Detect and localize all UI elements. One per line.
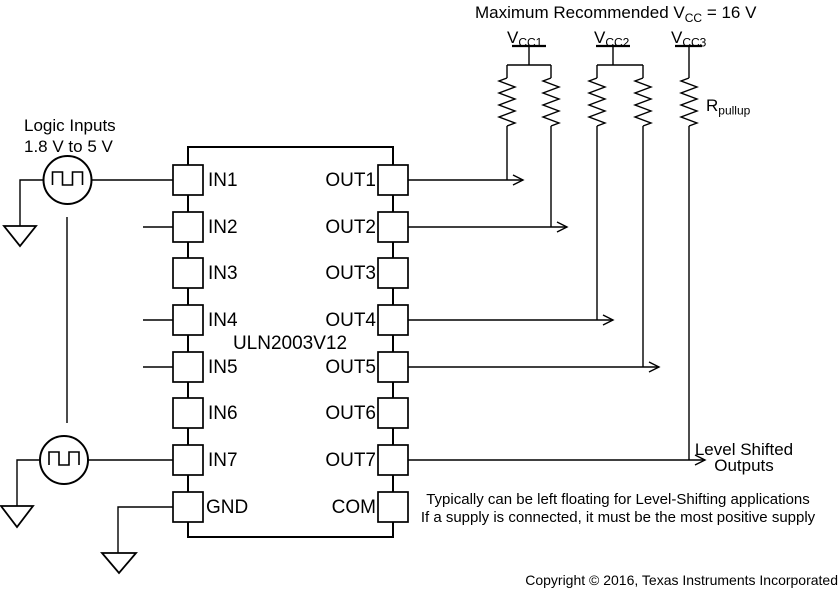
rail-vcc2 [596,46,644,78]
vcc3-label: VCC3 [671,28,707,50]
ic-body [187,146,394,538]
pulse-source-2 [39,435,89,485]
pin-label-in1: IN1 [208,170,238,191]
level-shifted-label-line2: Outputs [714,456,774,475]
pin-label-out6: OUT6 [325,403,376,424]
resistor-4 [634,77,652,127]
pin-label-com: COM [332,497,376,518]
pin-box-gnd [172,491,204,523]
square-wave-icon [48,451,80,466]
pin-box-layer [172,164,409,523]
rail-vcc1 [506,46,552,78]
ground-icon-src1 [2,225,38,248]
pin-box-in7 [172,444,204,476]
pin-label-in3: IN3 [208,263,238,284]
pin-box-in1 [172,164,204,196]
title-pre: Maximum Recommended V [475,3,685,22]
title-sub: CC [685,11,703,25]
pin-box-in3 [172,257,204,289]
logic-inputs-label-line1: Logic Inputs [24,116,116,135]
wire-src2-to-gnd [16,459,40,506]
pin-label-out3: OUT3 [325,263,376,284]
pin-label-out7: OUT7 [325,450,376,471]
level-shifted-label-line1: Level Shifted [695,440,793,459]
title-post: = 16 V [702,3,757,22]
pin-box-out4 [377,304,409,336]
pin-label-in5: IN5 [208,357,238,378]
pin-box-in6 [172,397,204,429]
pulse-source-circle [42,155,93,205]
pin-box-out3 [377,257,409,289]
resistor-1 [498,77,516,127]
pulse-source-circle [39,435,89,485]
resistor-pullup [680,77,698,127]
pulse-source-1 [42,155,93,205]
pin-box-in4 [172,304,204,336]
pin-label-in2: IN2 [208,217,238,238]
chip-name: ULN2003V12 [233,333,347,354]
pin-box-out2 [377,211,409,243]
resistor-2 [542,77,560,127]
pin-box-in5 [172,351,204,383]
wire-layer [16,46,705,553]
ground-layer [0,225,138,575]
pin-label-gnd: GND [206,497,248,518]
wire-gndpin-to-gnd [117,506,173,553]
ground-icon-src2 [0,505,35,529]
pin-box-out7 [377,444,409,476]
ground-icon-gndpin [100,552,138,575]
pin-box-out5 [377,351,409,383]
com-note-line1: Typically can be left floating for Level… [426,491,810,508]
rpullup-label: Rpullup [706,96,751,118]
pin-box-com [377,491,409,523]
resistor-layer [498,77,698,127]
pin-label-in4: IN4 [208,310,238,331]
pin-box-in2 [172,211,204,243]
pin-label-out2: OUT2 [325,217,376,238]
pin-label-in7: IN7 [208,450,238,471]
square-wave-icon [51,171,84,186]
pin-label-out5: OUT5 [325,357,376,378]
wire-src1-to-gnd [19,179,44,226]
max-vcc-title: Maximum Recommended VCC = 16 V [475,3,757,25]
vcc1-label: VCC1 [507,28,543,50]
pin-box-out1 [377,164,409,196]
pin-label-out4: OUT4 [325,310,376,331]
pin-box-out6 [377,397,409,429]
copyright-text: Copyright © 2016, Texas Instruments Inco… [525,572,838,588]
com-note-line2: If a supply is connected, it must be the… [421,509,816,526]
resistor-3 [588,77,606,127]
logic-inputs-label-line2: 1.8 V to 5 V [24,137,113,156]
pin-label-out1: OUT1 [325,170,376,191]
vcc2-label: VCC2 [594,28,630,50]
pin-label-in6: IN6 [208,403,238,424]
